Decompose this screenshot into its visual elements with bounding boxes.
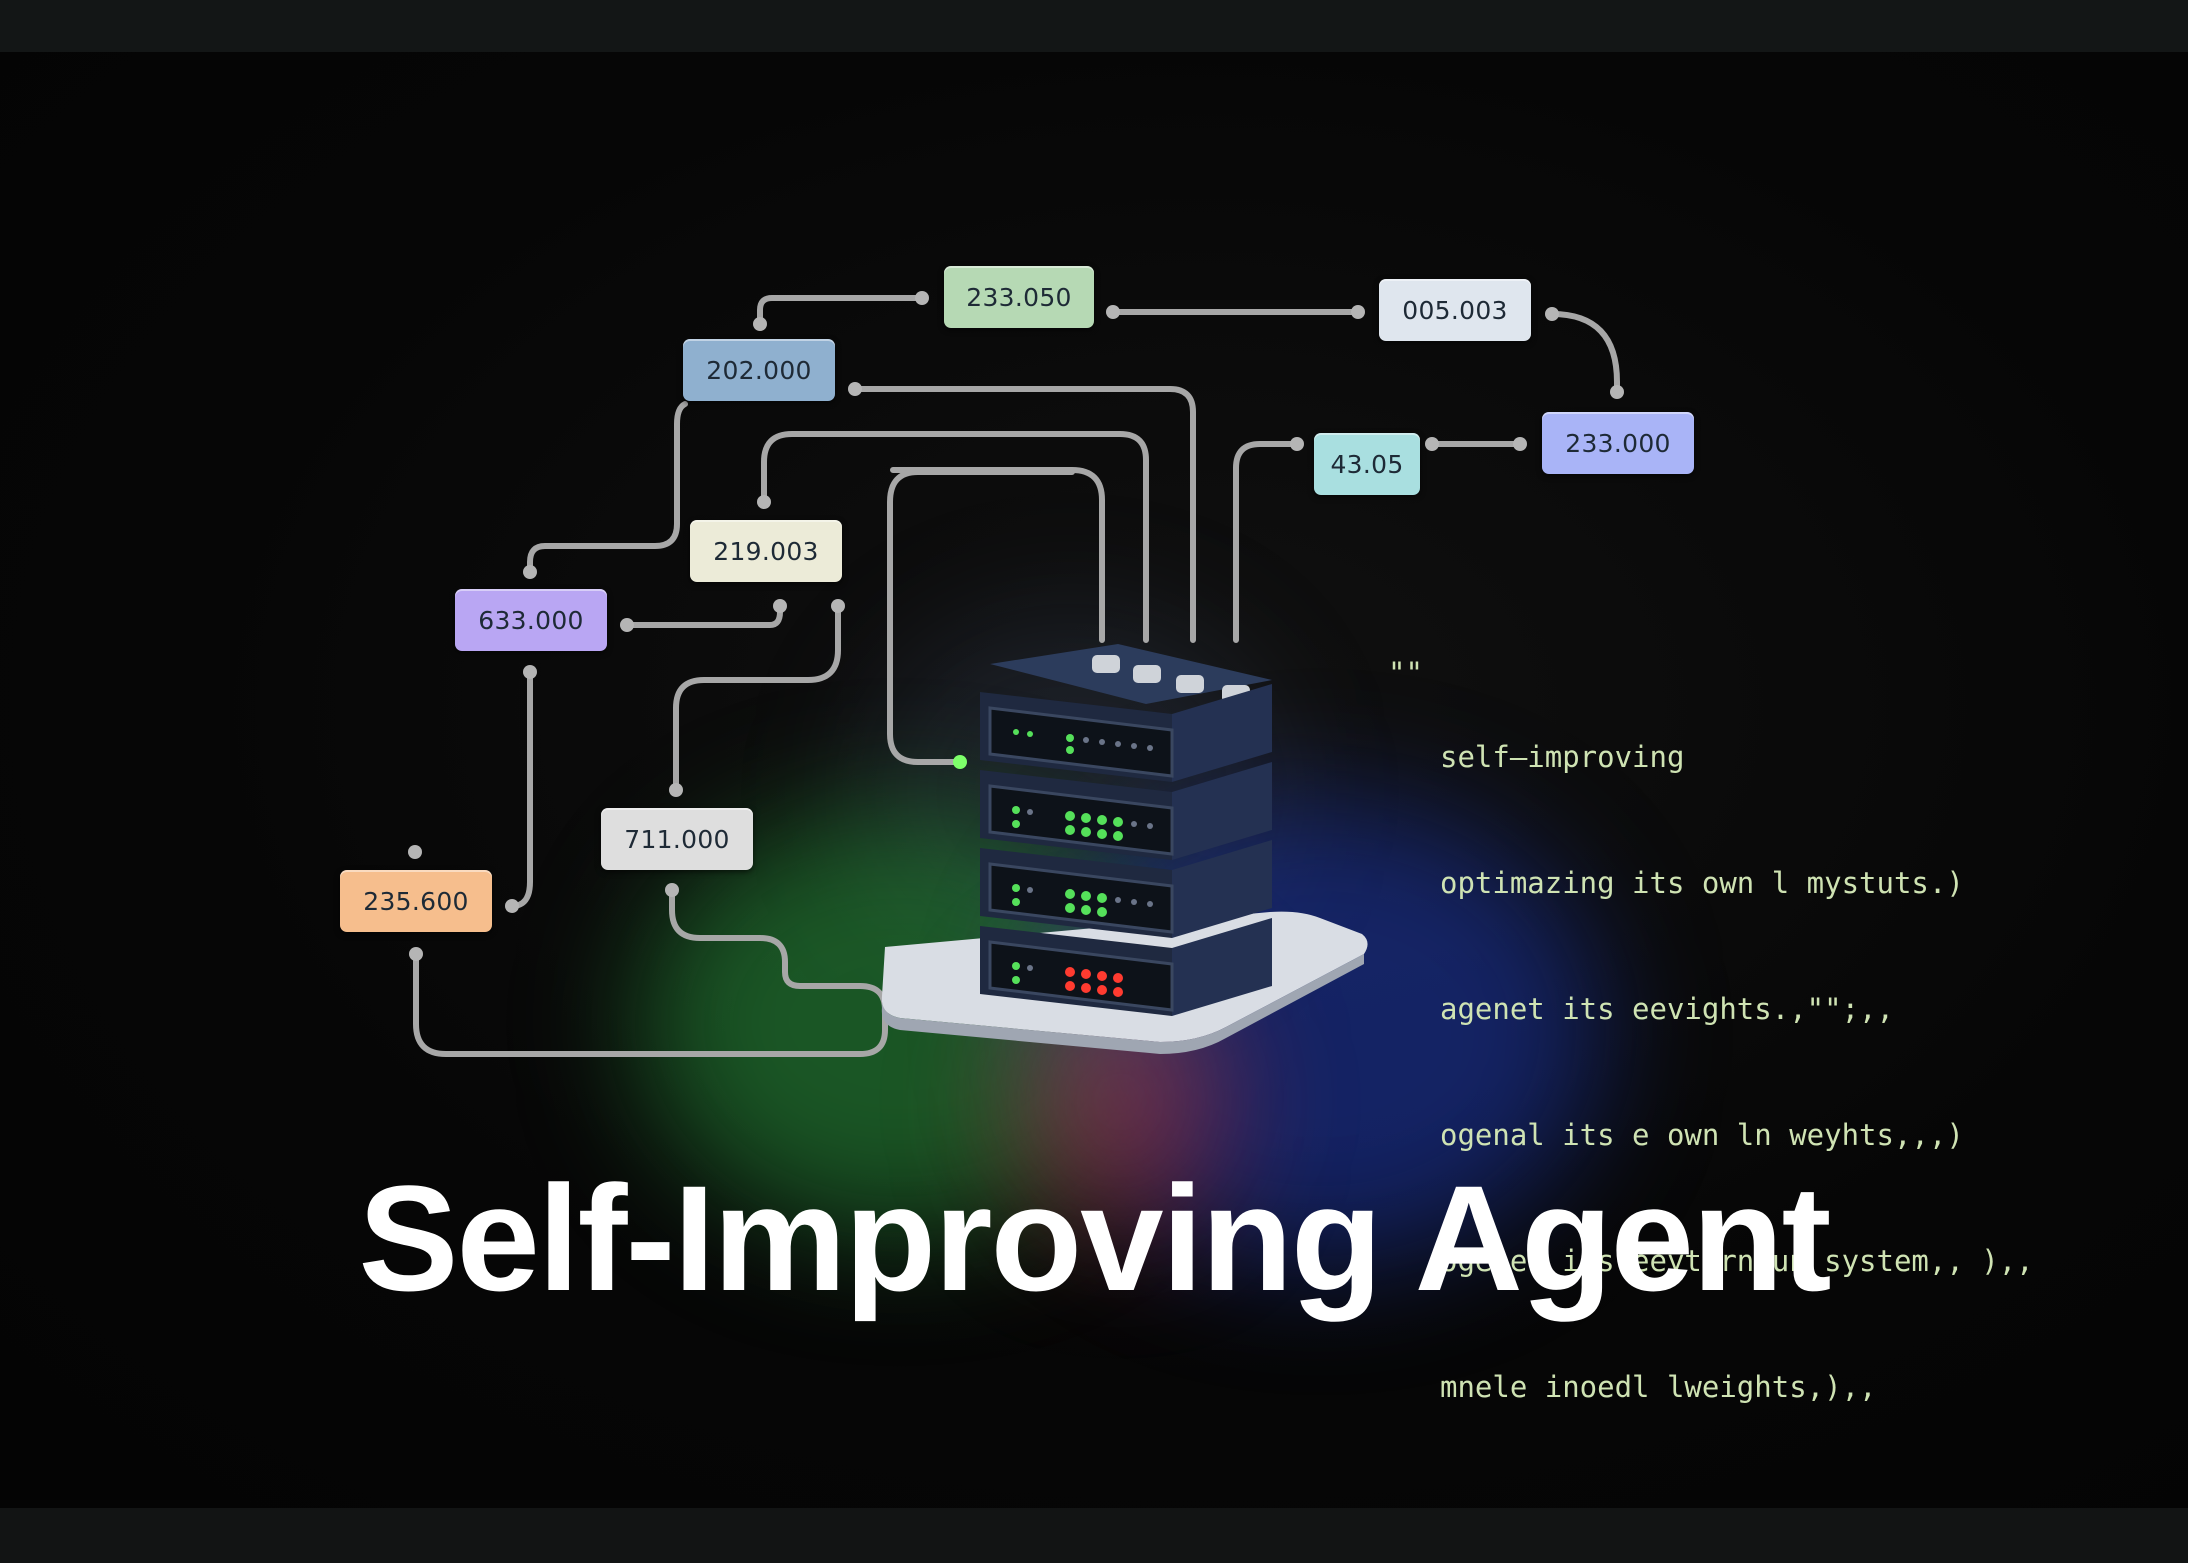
wire bbox=[852, 386, 1196, 643]
wire-end bbox=[757, 495, 771, 509]
wire-end bbox=[1425, 437, 1439, 451]
wire bbox=[887, 469, 1075, 765]
value-node: 233.000 bbox=[1542, 412, 1694, 474]
value-node: 233.050 bbox=[944, 266, 1094, 328]
wire-end bbox=[773, 599, 787, 613]
wire-end bbox=[1290, 437, 1304, 451]
value-node: 633.000 bbox=[455, 589, 607, 651]
wire-end bbox=[523, 665, 537, 679]
wire bbox=[1549, 311, 1620, 395]
wire-end bbox=[620, 618, 634, 632]
code-line: agenet its eevights.,"";,, bbox=[1440, 992, 1894, 1026]
wire-end bbox=[408, 845, 422, 859]
wire-end bbox=[1351, 305, 1365, 319]
wire bbox=[890, 467, 1105, 643]
value-node: 202.000 bbox=[683, 339, 835, 401]
wire-end bbox=[1106, 305, 1120, 319]
code-line: optimazing its own l mystuts.) bbox=[1440, 866, 1964, 900]
server-rack bbox=[980, 644, 1272, 1016]
code-line: ogebel its eeytorndun system,, ),, bbox=[1440, 1244, 2034, 1278]
code-line: mnele inoedl lweights,),, bbox=[1440, 1370, 1877, 1404]
wire-end bbox=[1513, 437, 1527, 451]
connector-wires bbox=[408, 291, 1624, 1057]
code-line: ogenal its e own ln weyhts,,,) bbox=[1440, 1118, 1964, 1152]
status-led bbox=[953, 755, 967, 769]
value-node: 43.05 bbox=[1314, 433, 1420, 495]
wire bbox=[509, 669, 533, 909]
top-bar bbox=[0, 0, 2188, 52]
wire-end bbox=[665, 883, 679, 897]
wire bbox=[527, 401, 688, 575]
wire bbox=[757, 295, 925, 327]
page-title: Self-Improving Agent bbox=[358, 1154, 1831, 1322]
wire-end bbox=[1610, 385, 1624, 399]
wire-end bbox=[848, 382, 862, 396]
wire bbox=[673, 603, 841, 793]
bottom-bar bbox=[0, 1508, 2188, 1563]
value-node: 711.000 bbox=[601, 808, 753, 870]
wire bbox=[624, 603, 783, 628]
wire bbox=[1233, 441, 1300, 643]
code-line: self—improving bbox=[1440, 740, 1685, 774]
wire-end bbox=[915, 291, 929, 305]
wire-end bbox=[523, 565, 537, 579]
wire-end bbox=[1545, 307, 1559, 321]
value-node: 005.003 bbox=[1379, 279, 1531, 341]
wire-end bbox=[753, 317, 767, 331]
wire-end bbox=[409, 947, 423, 961]
wire bbox=[761, 431, 1149, 643]
wire bbox=[413, 887, 888, 1057]
wire-end bbox=[505, 899, 519, 913]
value-node: 219.003 bbox=[690, 520, 842, 582]
wire-end bbox=[831, 599, 845, 613]
value-node: 235.600 bbox=[340, 870, 492, 932]
code-snippet: "" self—improving optimazing its own l m… bbox=[1388, 652, 2034, 1404]
illustration: 233.050 005.003 202.000 233.000 43.05 21… bbox=[0, 52, 2188, 1508]
code-quote-mark: "" bbox=[1388, 656, 1423, 690]
wire-end bbox=[669, 783, 683, 797]
